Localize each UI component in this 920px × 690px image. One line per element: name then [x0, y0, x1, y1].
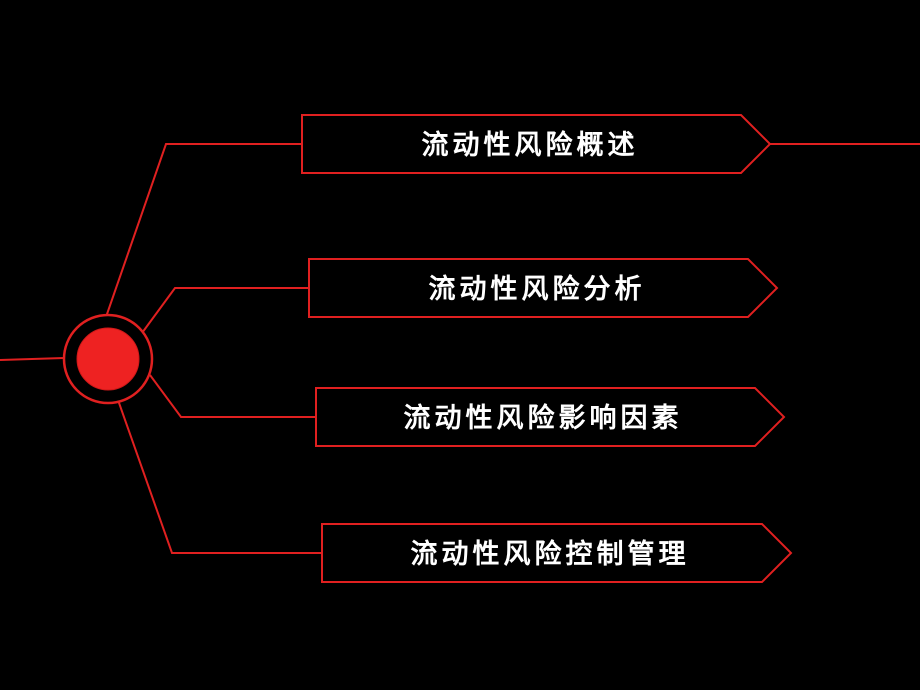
- node-factors-shape: [315, 387, 786, 447]
- connector-factors: [149, 374, 316, 418]
- node-overview[interactable]: 流动性风险概述: [301, 114, 772, 174]
- node-factors[interactable]: 流动性风险影响因素: [315, 387, 786, 447]
- node-control[interactable]: 流动性风险控制管理: [321, 523, 793, 583]
- node-control-shape: [321, 523, 793, 583]
- hub-center: [76, 327, 140, 391]
- connector-overview: [105, 143, 302, 318]
- connector-analysis: [141, 287, 309, 334]
- node-analysis-label: 流动性风险分析: [429, 273, 646, 305]
- hub-input-connector: [0, 357, 65, 361]
- node-control-label: 流动性风险控制管理: [411, 538, 690, 570]
- connector-control: [117, 399, 322, 554]
- node-overview-label: 流动性风险概述: [422, 129, 639, 161]
- node-factors-label: 流动性风险影响因素: [404, 402, 683, 434]
- node-analysis[interactable]: 流动性风险分析: [308, 258, 779, 318]
- node-overview-shape: [301, 114, 772, 174]
- node-analysis-shape: [308, 258, 779, 318]
